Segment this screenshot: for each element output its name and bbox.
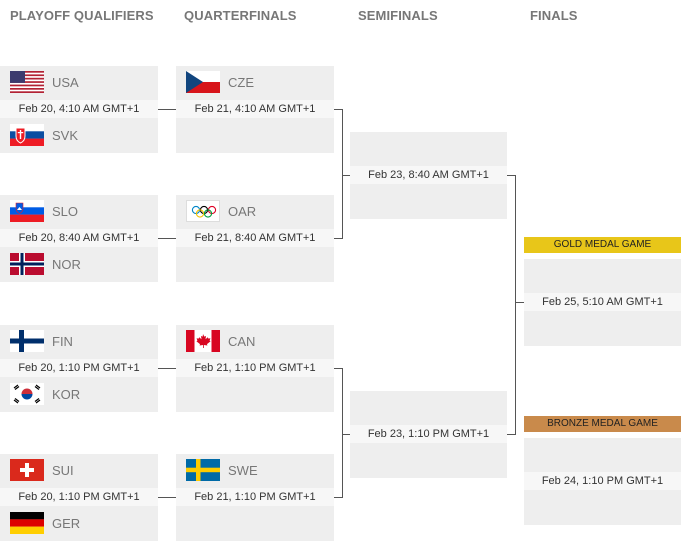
team-row: SWE <box>176 459 334 481</box>
slovenia-flag-icon <box>10 200 44 222</box>
connector-line <box>342 175 350 176</box>
team-abbr: FIN <box>52 333 73 349</box>
bronze-medal-match[interactable]: Feb 24, 1:10 PM GMT+1 <box>524 438 681 525</box>
semifinal-match-2[interactable]: Feb 23, 1:10 PM GMT+1 <box>350 391 507 478</box>
usa-flag-icon <box>10 71 44 93</box>
finland-flag-icon <box>10 330 44 352</box>
connector-line <box>342 109 343 239</box>
team-abbr: OAR <box>228 203 257 219</box>
sweden-flag-icon <box>186 459 220 481</box>
semifinal-match-1[interactable]: Feb 23, 8:40 AM GMT+1 <box>350 132 507 219</box>
team-row: GER <box>0 512 158 534</box>
playoff-match-4[interactable]: SUI Feb 20, 1:10 PM GMT+1 GER <box>0 454 158 541</box>
header-quarterfinals: QUARTERFINALS <box>184 8 297 23</box>
quarterfinal-match-4[interactable]: SWE Feb 21, 1:10 PM GMT+1 <box>176 454 334 541</box>
team-abbr: GER <box>52 515 81 531</box>
czech-flag-icon <box>186 71 220 93</box>
header-playoff-qualifiers: PLAYOFF QUALIFIERS <box>10 8 154 23</box>
germany-flag-icon <box>10 512 44 534</box>
team-abbr: KOR <box>52 386 81 402</box>
connector-line <box>507 175 516 176</box>
connector-line <box>334 238 343 239</box>
team-row: KOR <box>0 383 158 405</box>
match-date: Feb 20, 4:10 AM GMT+1 <box>0 100 158 118</box>
connector-line <box>158 368 176 369</box>
switzerland-flag-icon <box>10 459 44 481</box>
connector-line <box>515 302 524 303</box>
match-date: Feb 21, 1:10 PM GMT+1 <box>176 359 334 377</box>
match-date: Feb 21, 1:10 PM GMT+1 <box>176 488 334 506</box>
quarterfinal-match-3[interactable]: CAN Feb 21, 1:10 PM GMT+1 <box>176 325 334 412</box>
team-row: SVK <box>0 124 158 146</box>
connector-line <box>158 497 176 498</box>
match-date: Feb 25, 5:10 AM GMT+1 <box>524 293 681 311</box>
team-row: FIN <box>0 330 158 352</box>
norway-flag-icon <box>10 253 44 275</box>
match-date: Feb 20, 1:10 PM GMT+1 <box>0 488 158 506</box>
team-abbr: SVK <box>52 127 79 143</box>
connector-line <box>158 238 176 239</box>
team-row: SUI <box>0 459 158 481</box>
gold-medal-game-label: GOLD MEDAL GAME <box>524 237 681 253</box>
header-semifinals: SEMIFINALS <box>358 8 438 23</box>
match-date: Feb 23, 8:40 AM GMT+1 <box>350 166 507 184</box>
team-row: CZE <box>176 71 334 93</box>
team-abbr: CAN <box>228 333 256 349</box>
connector-line <box>342 368 343 498</box>
korea-flag-icon <box>10 383 44 405</box>
team-abbr: CZE <box>228 74 254 90</box>
match-date: Feb 21, 4:10 AM GMT+1 <box>176 100 334 118</box>
bronze-medal-game-label: BRONZE MEDAL GAME <box>524 416 681 432</box>
team-abbr: NOR <box>52 256 81 272</box>
match-date: Feb 20, 8:40 AM GMT+1 <box>0 229 158 247</box>
team-row: SLO <box>0 200 158 222</box>
team-row: USA <box>0 71 158 93</box>
match-date: Feb 21, 8:40 AM GMT+1 <box>176 229 334 247</box>
team-abbr: SUI <box>52 462 74 478</box>
match-date: Feb 20, 1:10 PM GMT+1 <box>0 359 158 377</box>
slovakia-flag-icon <box>10 124 44 146</box>
quarterfinal-match-2[interactable]: OAR Feb 21, 8:40 AM GMT+1 <box>176 195 334 282</box>
header-finals: FINALS <box>530 8 578 23</box>
connector-line <box>507 434 516 435</box>
playoff-match-3[interactable]: FIN Feb 20, 1:10 PM GMT+1 KOR <box>0 325 158 412</box>
match-date: Feb 23, 1:10 PM GMT+1 <box>350 425 507 443</box>
playoff-match-2[interactable]: SLO Feb 20, 8:40 AM GMT+1 NOR <box>0 195 158 282</box>
quarterfinal-match-1[interactable]: CZE Feb 21, 4:10 AM GMT+1 <box>176 66 334 153</box>
connector-line <box>334 368 343 369</box>
playoff-match-1[interactable]: USA Feb 20, 4:10 AM GMT+1 SVK <box>0 66 158 153</box>
team-abbr: SLO <box>52 203 79 219</box>
team-abbr: SWE <box>228 462 258 478</box>
team-row: CAN <box>176 330 334 352</box>
team-row: OAR <box>176 200 334 222</box>
canada-flag-icon <box>186 330 220 352</box>
connector-line <box>334 109 343 110</box>
team-abbr: USA <box>52 74 79 90</box>
gold-medal-match[interactable]: Feb 25, 5:10 AM GMT+1 <box>524 259 681 346</box>
connector-line <box>342 434 350 435</box>
connector-line <box>334 497 343 498</box>
connector-line <box>515 175 516 435</box>
connector-line <box>158 109 176 110</box>
olympic-rings-icon <box>186 200 220 222</box>
match-date: Feb 24, 1:10 PM GMT+1 <box>524 472 681 490</box>
team-row: NOR <box>0 253 158 275</box>
